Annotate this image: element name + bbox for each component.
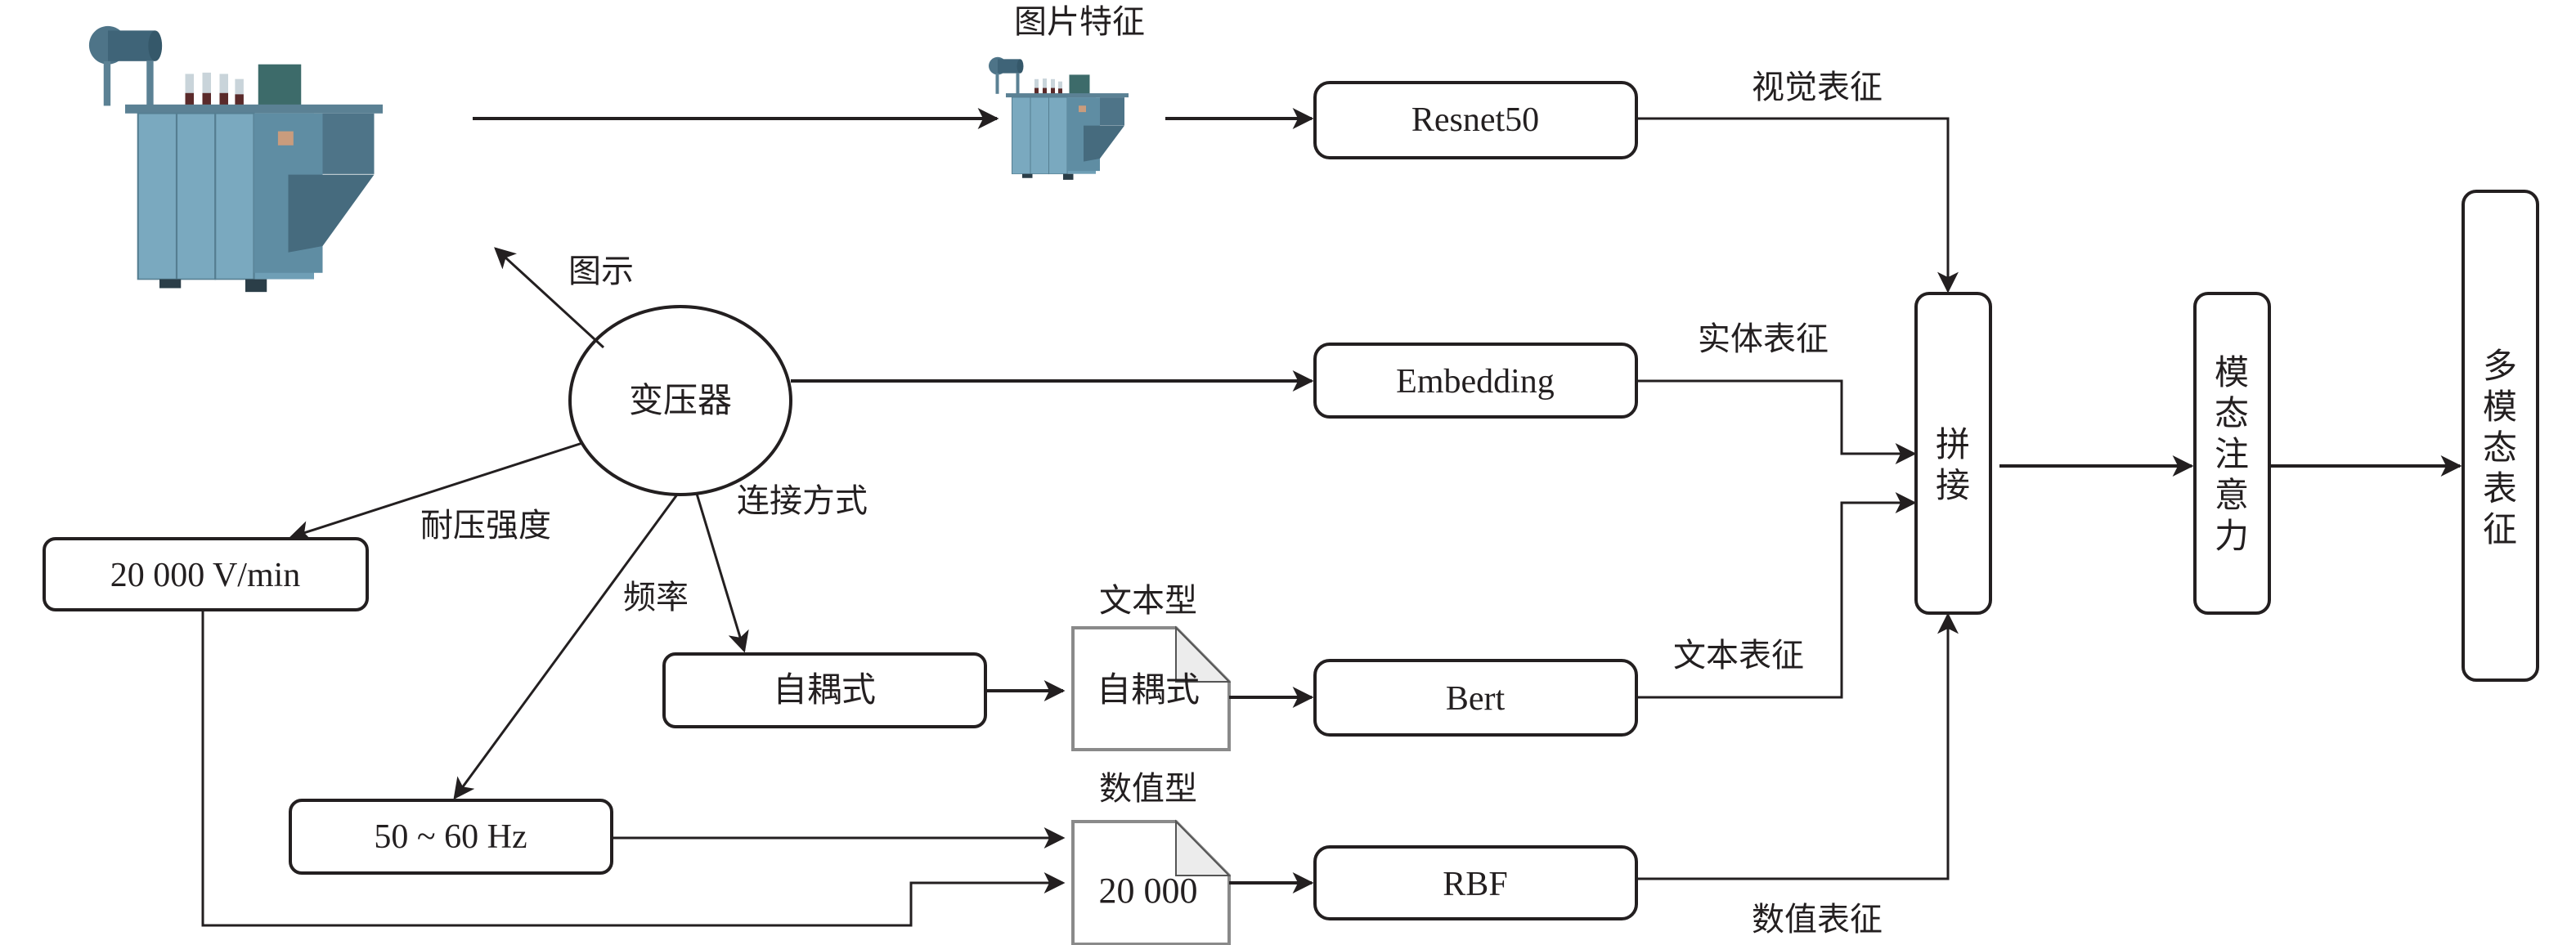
numeric-document-icon: 20 000 xyxy=(1071,819,1232,945)
arrow-text-rep-to-concat xyxy=(1636,492,1917,699)
concat-box: 拼 接 xyxy=(1914,292,1992,615)
arrow-entity-to-connection xyxy=(695,493,749,653)
text-document-icon: 自耦式 xyxy=(1071,625,1232,751)
rbf-box: RBF xyxy=(1313,845,1638,920)
output-char-3: 态 xyxy=(2483,428,2517,468)
image-feature-label: 图片特征 xyxy=(1014,3,1145,41)
numeric-representation-label: 数值表征 xyxy=(1752,901,1883,938)
attention-char-2: 态 xyxy=(2215,393,2249,433)
voltage-value: 20 000 V/min xyxy=(110,557,301,594)
attention-char-3: 注 xyxy=(2215,434,2249,474)
arrow-voltage-to-numeric-doc xyxy=(201,610,1066,927)
connection-value-box: 自耦式 xyxy=(662,652,987,728)
attention-char-5: 力 xyxy=(2215,516,2249,556)
frequency-label: 频率 xyxy=(623,579,689,616)
entity-representation-label: 实体表征 xyxy=(1698,320,1829,358)
numeric-document-value: 20 000 xyxy=(1099,871,1198,911)
arrow-entity-to-frequency xyxy=(453,494,679,800)
arrow-numeric-rep-to-concat xyxy=(1636,612,1959,880)
bert-box: Bert xyxy=(1313,659,1638,737)
attention-char-4: 意 xyxy=(2215,475,2249,515)
embedding-label: Embedding xyxy=(1396,363,1555,401)
voltage-value-box: 20 000 V/min xyxy=(43,537,369,611)
visual-representation-label: 视觉表征 xyxy=(1752,69,1883,106)
embedding-box: Embedding xyxy=(1313,343,1638,419)
resnet50-label: Resnet50 xyxy=(1411,101,1539,139)
concat-char-2: 接 xyxy=(1936,465,1970,505)
resnet50-box: Resnet50 xyxy=(1313,81,1638,159)
output-char-1: 多 xyxy=(2483,346,2517,386)
frequency-value-box: 50 ~ 60 Hz xyxy=(289,799,613,875)
arrow-entity-to-image xyxy=(494,247,605,349)
frequency-value: 50 ~ 60 Hz xyxy=(374,818,527,856)
connection-value: 自耦式 xyxy=(773,670,876,710)
numeric-type-label: 数值型 xyxy=(1099,770,1197,808)
arrow-entity-to-voltage xyxy=(289,441,583,542)
rbf-label: RBF xyxy=(1443,866,1507,903)
diagram-link-label: 图示 xyxy=(568,253,634,290)
modal-attention-box: 模 态 注 意 力 xyxy=(2193,292,2271,615)
text-representation-label: 文本表征 xyxy=(1673,637,1804,674)
bert-label: Bert xyxy=(1446,680,1506,718)
output-char-5: 征 xyxy=(2483,509,2517,549)
output-char-4: 表 xyxy=(2483,468,2517,508)
attention-char-1: 模 xyxy=(2215,352,2249,392)
output-char-2: 模 xyxy=(2483,387,2517,427)
voltage-strength-label: 耐压强度 xyxy=(420,507,551,544)
text-document-value: 自耦式 xyxy=(1097,670,1200,710)
concat-char-1: 拼 xyxy=(1936,424,1970,464)
connection-type-label: 连接方式 xyxy=(737,482,868,520)
arrow-entity-rep-to-concat xyxy=(1636,379,1917,464)
transformer-entity-node: 变压器 xyxy=(568,305,792,496)
multimodal-representation-box: 多 模 态 表 征 xyxy=(2462,190,2539,682)
entity-label: 变压器 xyxy=(629,380,732,420)
transformer-image-feature xyxy=(988,56,1129,181)
arrow-visual-to-concat xyxy=(1636,117,1959,293)
text-type-label: 文本型 xyxy=(1099,582,1197,620)
transformer-image xyxy=(88,25,384,293)
